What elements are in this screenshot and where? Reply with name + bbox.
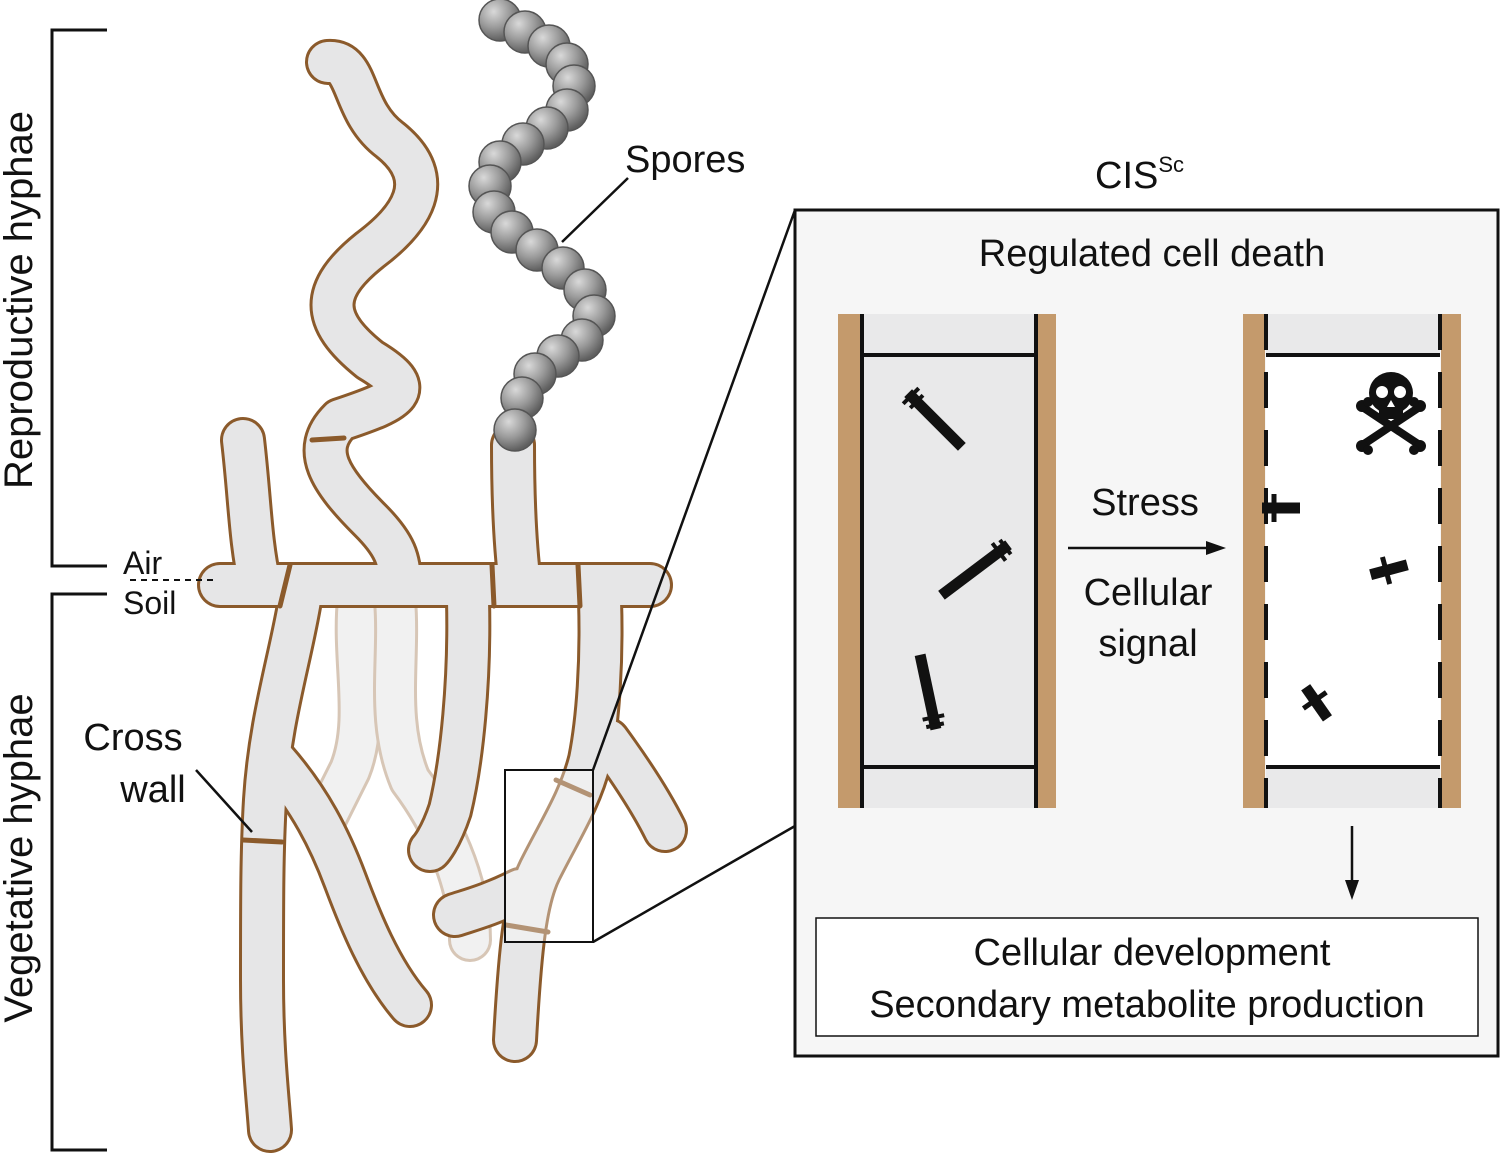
dying-cell	[1243, 314, 1461, 808]
inset-title-superscript: Sc	[1158, 152, 1184, 177]
outcome-line2: Secondary metabolite production	[869, 984, 1425, 1026]
septa	[240, 435, 593, 935]
spore-chain	[468, 0, 616, 452]
arrow-label-cellular: Cellular	[1084, 572, 1213, 614]
stress-arrow-head	[1206, 541, 1226, 555]
cross-wall-label-line1: Cross	[83, 717, 182, 759]
inset-title-main: CIS	[1095, 155, 1158, 197]
cross-wall-label-line2: wall	[119, 769, 185, 811]
arrow-label-signal: signal	[1098, 623, 1197, 665]
hyphae-fill	[200, 42, 685, 1150]
outcome-box	[815, 917, 1479, 1037]
skull-crossbones-icon	[1356, 372, 1426, 455]
reproductive-bracket	[50, 28, 107, 568]
healthy-cell	[838, 314, 1056, 808]
soil-label: Soil	[123, 585, 176, 621]
vegetative-bracket	[50, 592, 107, 1152]
outcome-arrow-head	[1345, 880, 1359, 900]
spores-pointer	[561, 177, 629, 243]
arrow-label-stress: Stress	[1091, 482, 1199, 524]
spores-label: Spores	[625, 139, 745, 181]
inset-heading: Regulated cell death	[979, 233, 1325, 275]
cis-particles-fired	[1262, 494, 1409, 722]
inset-title: CISSc	[1095, 152, 1184, 197]
cis-particles-intact	[901, 386, 1013, 731]
outcome-line1: Cellular development	[974, 932, 1331, 974]
reproductive-hyphae-label: Reproductive hyphae	[0, 111, 41, 489]
air-label: Air	[123, 545, 162, 581]
zoom-region	[504, 769, 594, 943]
cross-wall-pointer	[195, 769, 253, 833]
zoom-connector-bottom	[592, 824, 796, 944]
zoom-connector-top	[591, 209, 797, 771]
vegetative-hyphae-label: Vegetative hyphae	[0, 693, 41, 1022]
